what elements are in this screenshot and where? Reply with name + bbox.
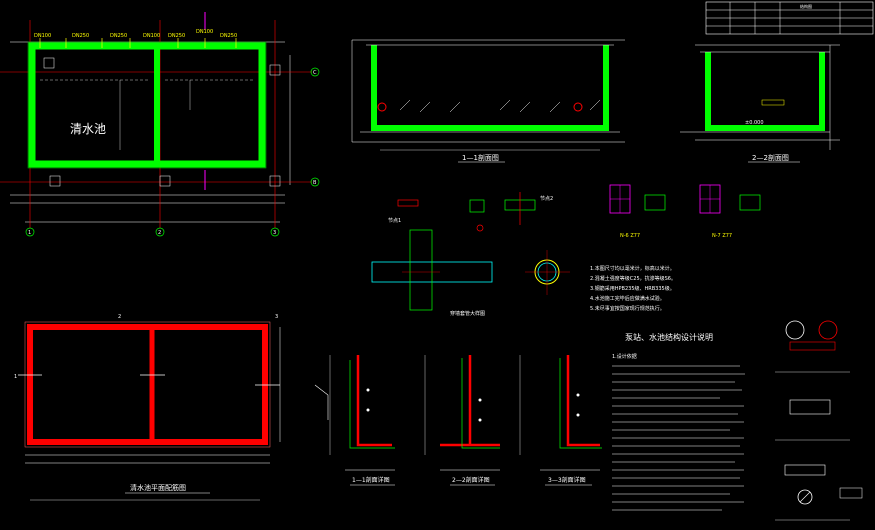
notes-top: 1.本图尺寸均以毫米计，标高以米计。 2.混凝土强度等级C25，抗渗等级S6。 … bbox=[590, 265, 676, 312]
title-block: 结构图 bbox=[705, 1, 874, 35]
column-label-2: 2 bbox=[158, 230, 161, 236]
pipe-label-7: DN250 bbox=[220, 33, 237, 39]
plan-top: DN100 DN250 DN250 DN100 DN250 DN100 DN25… bbox=[0, 12, 320, 237]
notes-intro: 1.设计依据 bbox=[612, 353, 637, 360]
column-label-1: 1 bbox=[28, 230, 31, 236]
notes-item-5: 5.未尽事宜按国家现行规范执行。 bbox=[590, 305, 665, 312]
pipe-label-3: DN250 bbox=[110, 33, 127, 39]
right-details bbox=[775, 320, 863, 521]
section-1-1: 1—1剖面图 bbox=[351, 39, 625, 163]
plan-bottom-title: 清水池平面配筋图 bbox=[130, 483, 186, 492]
notes-item-1: 1.本图尺寸均以毫米计，标高以米计。 bbox=[590, 265, 675, 272]
svg-text:N-7 Z77: N-7 Z77 bbox=[712, 233, 732, 239]
detail-nodes: 节点1 节点2 N-6 Z77 N-7 Z77 bbox=[388, 184, 761, 239]
wall-section-3-title: 3—3剖面详图 bbox=[548, 476, 586, 484]
pool-name: 清水池 bbox=[70, 122, 106, 136]
pipe-sleeve-detail: 穿墙套管大样图 bbox=[371, 229, 570, 317]
pipe-label-4: DN100 bbox=[143, 33, 160, 39]
notes-item-4: 4.水池施工完毕后应做满水试验。 bbox=[590, 295, 665, 302]
title-block-heading: 结构图 bbox=[800, 3, 812, 9]
node-b-label: 节点2 bbox=[540, 196, 553, 202]
section-1-1-title: 1—1剖面图 bbox=[462, 153, 499, 162]
plan-bottom-mark-1: 1 bbox=[14, 374, 17, 380]
section-2-2-title: 2—2剖面图 bbox=[752, 153, 789, 162]
node-a-label: 节点1 bbox=[388, 218, 401, 224]
wall-section-2: 2—2剖面详图 bbox=[424, 355, 500, 486]
pipe-label-5: DN250 bbox=[168, 33, 185, 39]
pipe-label-2: DN250 bbox=[72, 33, 89, 39]
notes-title: 泵站、水池结构设计说明 bbox=[625, 332, 713, 342]
wall-section-2-title: 2—2剖面详图 bbox=[452, 476, 490, 484]
axis-label-c: C bbox=[313, 70, 317, 76]
axis-label-b: B bbox=[313, 180, 317, 186]
wall-section-3: 3—3剖面详图 bbox=[519, 355, 602, 486]
notes-item-2: 2.混凝土强度等级C25，抗渗等级S6。 bbox=[590, 275, 676, 282]
plan-bottom: 1 2 3 清水池平面配筋图 bbox=[14, 314, 281, 501]
section-2-2: ±0.000 2—2剖面图 bbox=[680, 44, 840, 163]
section-2-2-level: ±0.000 bbox=[745, 120, 764, 126]
pipe-label-6: DN100 bbox=[196, 29, 213, 35]
design-notes: 泵站、水池结构设计说明 1.设计依据 bbox=[612, 332, 745, 511]
svg-text:N-6 Z77: N-6 Z77 bbox=[620, 233, 640, 239]
wall-section-1-title: 1—1剖面详图 bbox=[352, 476, 390, 484]
plan-bottom-mark-2: 2 bbox=[118, 314, 121, 320]
column-label-3: 3 bbox=[273, 230, 276, 236]
pipe-label-1: DN100 bbox=[34, 33, 51, 39]
plan-bottom-mark-3: 3 bbox=[275, 314, 278, 320]
wall-section-1: 1—1剖面详图 bbox=[314, 355, 395, 486]
pipe-detail-title: 穿墙套管大样图 bbox=[450, 310, 485, 317]
notes-item-3: 3.钢筋采用HPB235级、HRB335级。 bbox=[590, 285, 675, 292]
